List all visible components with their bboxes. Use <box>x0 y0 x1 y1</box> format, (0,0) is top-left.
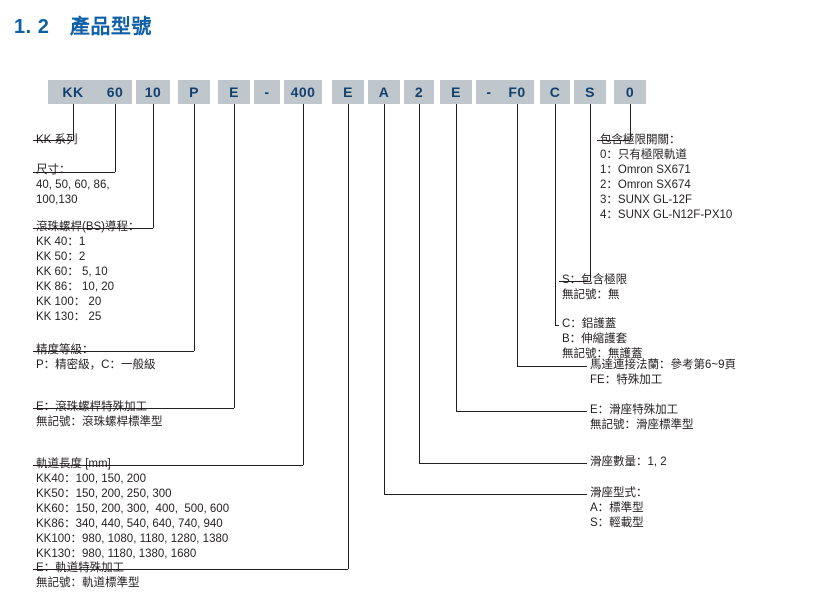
note-rail-spec: E：軌道特殊加工 無記號：軌道標準型 <box>36 562 140 589</box>
note-bs-spec: E：滾珠螺桿特殊加工 無記號：滾珠螺桿標準型 <box>36 401 163 428</box>
code-box-2: 10 <box>136 80 170 104</box>
code-box-4: E <box>218 80 250 104</box>
code-box-11: - <box>476 80 502 104</box>
code-box-15: 0 <box>614 80 646 104</box>
leader-h-13 <box>384 494 587 495</box>
code-box-1: 60 <box>98 80 132 104</box>
page-title: 1. 2 產品型號 <box>14 16 152 38</box>
code-box-13: C <box>540 80 570 104</box>
leader-h-8 <box>559 281 590 282</box>
leader-h-4 <box>33 408 234 409</box>
leader-v-11 <box>456 104 457 411</box>
note-slider-qty: 滑座數量：1, 2 <box>590 456 667 468</box>
code-box-8: A <box>368 80 400 104</box>
note-limit: S：包含極限 無記號：無 <box>562 274 628 301</box>
leader-h-1 <box>33 172 115 173</box>
note-cover: C：鋁護蓋 B：伸縮護套 無記號：無護蓋 <box>562 318 643 360</box>
leader-h-12 <box>419 463 587 464</box>
note-limit-switch: 包含極限開關： 0：只有極限軌道 1：Omron SX671 2：Omron S… <box>600 134 733 221</box>
leader-h-10 <box>517 366 587 367</box>
leader-h-0 <box>33 140 73 141</box>
leader-v-9 <box>555 104 556 325</box>
note-slider-spec: E：滑座特殊加工 無記號：滑座標準型 <box>590 404 694 431</box>
leader-v-10 <box>517 104 518 366</box>
leader-v-7 <box>630 104 631 140</box>
leader-h-2 <box>33 228 153 229</box>
leader-v-3 <box>194 104 195 351</box>
leader-v-1 <box>115 104 116 172</box>
leader-h-9 <box>555 325 559 326</box>
leader-h-3 <box>33 351 194 352</box>
note-lead: 滾珠螺桿(BS)導程： KK 40：1 KK 50：2 KK 60： 5, 10… <box>36 221 140 323</box>
code-box-0: KK <box>48 80 98 104</box>
note-accuracy: 精度等級： P：精密級，C：一般級 <box>36 344 156 371</box>
code-box-12: F0 <box>500 80 534 104</box>
note-size: 尺寸： 40, 50, 60, 86, 100,130 <box>36 164 110 206</box>
note-motor-flange: 馬達連接法蘭：參考第6~9頁 FE：特殊加工 <box>590 359 737 386</box>
code-box-5: - <box>254 80 280 104</box>
code-box-14: S <box>574 80 606 104</box>
code-box-3: P <box>178 80 210 104</box>
leader-h-11 <box>456 411 587 412</box>
code-box-9: 2 <box>404 80 434 104</box>
code-box-6: 400 <box>284 80 322 104</box>
note-slider-type: 滑座型式： A：標準型 S：輕載型 <box>590 487 648 529</box>
leader-v-13 <box>384 104 385 494</box>
leader-v-8 <box>590 104 591 281</box>
code-box-7: E <box>332 80 364 104</box>
leader-h-7 <box>597 140 630 141</box>
leader-v-0 <box>73 104 74 140</box>
leader-h-5 <box>33 465 303 466</box>
leader-h-6 <box>33 569 348 570</box>
leader-v-12 <box>419 104 420 463</box>
note-series: KK 系列 <box>36 134 78 146</box>
leader-v-2 <box>153 104 154 228</box>
leader-v-4 <box>234 104 235 408</box>
leader-v-6 <box>348 104 349 569</box>
code-box-10: E <box>440 80 472 104</box>
leader-v-5 <box>303 104 304 465</box>
note-rail-len: 軌道長度 [mm] KK40：100, 150, 200 KK50：150, 2… <box>36 458 230 560</box>
